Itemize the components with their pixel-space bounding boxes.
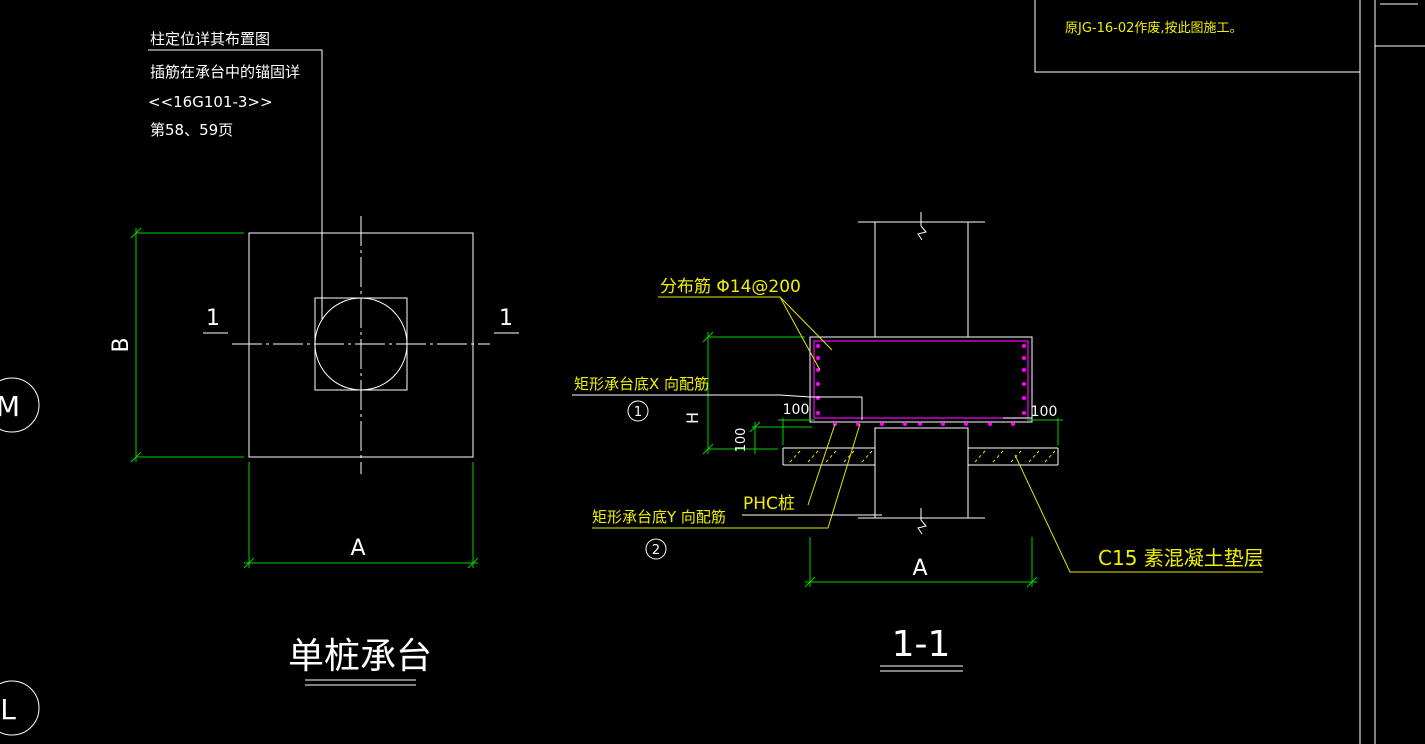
title-block: 原JG-16-02作废,按此图施工。 [1034, 0, 1425, 744]
rebar-dots [816, 344, 1026, 426]
pile-outline [874, 427, 969, 518]
leader-dist-bar [658, 296, 821, 371]
label-pile: PHC桩 [743, 494, 795, 514]
column-break-top [917, 212, 927, 241]
leader-y-bar [592, 423, 861, 529]
label-x-bar: 矩形承台底X 向配筋 [574, 375, 709, 393]
plan-view: 柱定位详其布置图 插筋在承台中的锚固详 <<16G101-3>> 第58、59页… [109, 30, 519, 686]
label-y-bar: 矩形承台底Y 向配筋 [592, 508, 726, 526]
cushion-layer [782, 447, 1059, 466]
circle-1-label: 1 [634, 405, 642, 420]
dim-100-left: 100 [783, 402, 810, 418]
plan-note-leader [148, 49, 323, 320]
axis-bubble-label: M [0, 390, 20, 423]
section-view: H 100 100 100 A 分布筋 Φ14@200 矩形承台底X 向配筋 1 [572, 212, 1264, 672]
leader-cushion [1014, 454, 1263, 573]
section-cap-outline [809, 336, 1033, 423]
dim-b-label: B [109, 337, 134, 352]
plan-title: 单桩承台 [288, 636, 432, 677]
section-title: 1-1 [892, 624, 951, 665]
section-mark-left: 1 [206, 306, 220, 331]
revision-note: 原JG-16-02作废,按此图施工。 [1065, 20, 1243, 36]
plan-note-line-4: 第58、59页 [150, 121, 233, 139]
plan-note-line-3: <<16G101-3>> [148, 93, 273, 111]
rebar-cage [813, 340, 1029, 419]
plan-dim-a-label: A [350, 536, 365, 561]
dim-100-vertical: 100 [734, 428, 749, 453]
dim-100-right: 100 [1031, 404, 1058, 420]
leader-x-bar [572, 394, 811, 398]
axis-bubble-m: M [0, 377, 40, 433]
axis-bubble-label: L [0, 693, 16, 726]
section-mark-right: 1 [499, 306, 513, 331]
pile-break [917, 508, 927, 535]
axis-bubble-l: L [0, 680, 40, 736]
plan-note-line-2: 插筋在承台中的锚固详 [150, 63, 300, 81]
dim-h-label: H [683, 412, 702, 424]
plan-note-line-1: 柱定位详其布置图 [150, 30, 270, 48]
circle-2-label: 2 [652, 543, 660, 558]
label-cushion: C15 素混凝土垫层 [1098, 546, 1264, 570]
section-dim-a-label: A [912, 556, 927, 581]
label-dist-bar: 分布筋 Φ14@200 [660, 277, 801, 297]
